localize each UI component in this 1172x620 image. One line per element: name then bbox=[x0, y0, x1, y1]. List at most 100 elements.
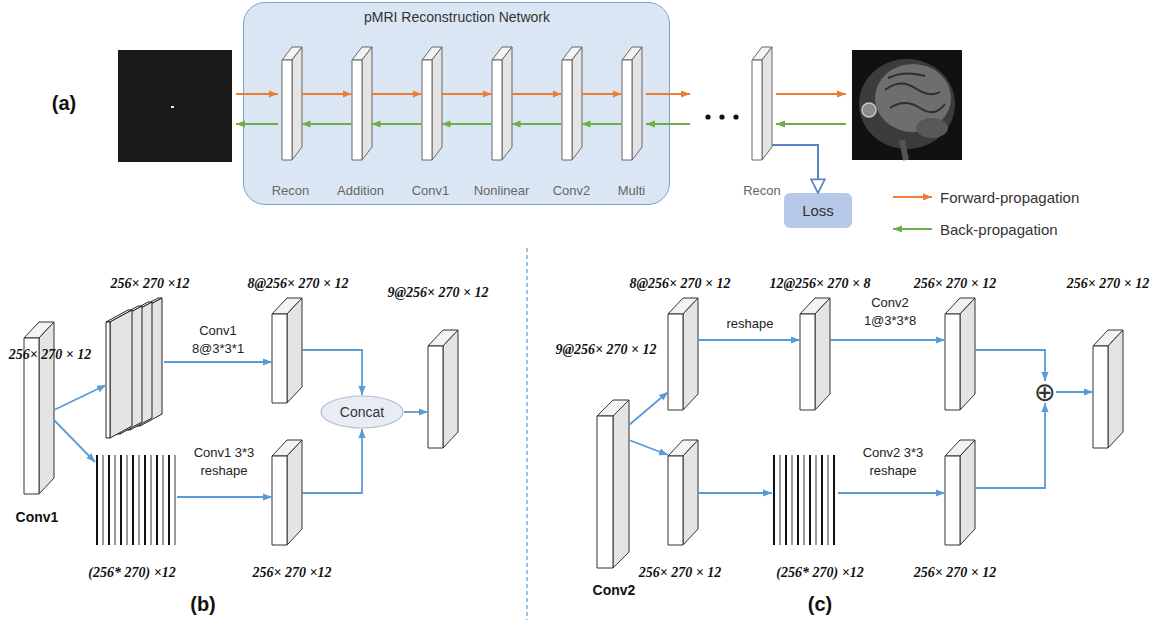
vector-line bbox=[809, 455, 811, 545]
flow-arrow bbox=[975, 403, 1045, 488]
vector-line bbox=[144, 455, 146, 545]
slab-face bbox=[668, 314, 683, 410]
slab-face bbox=[960, 298, 975, 410]
flow-arrow bbox=[302, 350, 362, 395]
tensor-slab: 9@256× 270 × 12 bbox=[428, 330, 458, 448]
vector-line bbox=[797, 455, 799, 545]
slab-face bbox=[106, 322, 110, 438]
flow-arrow bbox=[1056, 391, 1093, 393]
forward-arrow bbox=[776, 93, 846, 95]
slab-face bbox=[668, 456, 683, 545]
tensor-slab: 256× 270 × 12 bbox=[1093, 330, 1123, 448]
node-shape bbox=[282, 47, 302, 160]
dimension-label: 9@256× 270 × 12 bbox=[387, 285, 488, 302]
vector-line bbox=[833, 455, 835, 545]
sum-node: ⊕ bbox=[1034, 381, 1056, 403]
edge-label: Conv2 1@3*3*8 bbox=[859, 294, 921, 329]
dimension-label: 8@256× 270 × 12 bbox=[247, 276, 348, 293]
slab-face bbox=[1108, 330, 1123, 448]
slab-face bbox=[572, 47, 582, 160]
node-label: Conv1 bbox=[16, 509, 59, 526]
ellipsis-dot bbox=[733, 114, 738, 119]
flow-arrow bbox=[698, 339, 800, 341]
forward-arrow bbox=[442, 93, 492, 95]
node-label: Conv1 bbox=[412, 183, 450, 199]
tensor-slab: 256× 270 × 12 bbox=[668, 440, 698, 545]
kspace-image bbox=[118, 50, 232, 162]
vector-line bbox=[791, 455, 792, 545]
vector-lines: (256* 270) ×12 bbox=[95, 455, 177, 545]
slab-face bbox=[432, 47, 442, 160]
dimension-label: 256× 270 × 12 bbox=[914, 276, 996, 293]
edge-label: Conv1 3*3 reshape bbox=[188, 444, 260, 479]
node-shape bbox=[492, 47, 512, 160]
slice-stack: 256× 270 ×12 bbox=[106, 298, 164, 438]
forward-arrow bbox=[512, 93, 562, 95]
brain-image bbox=[852, 50, 962, 160]
vector-line bbox=[162, 455, 163, 545]
slab-face bbox=[422, 60, 432, 160]
legend-sample bbox=[893, 228, 932, 230]
tensor-slab: 256× 270 × 12 bbox=[945, 298, 975, 410]
node-shape bbox=[95, 455, 177, 545]
slab-face bbox=[800, 314, 815, 410]
dimension-label: 8@256× 270 × 12 bbox=[629, 276, 730, 293]
concat-ellipse: Concat bbox=[320, 395, 404, 429]
slab-face bbox=[613, 400, 629, 568]
backward-arrow bbox=[582, 123, 622, 125]
node-shape bbox=[272, 298, 302, 403]
slab-face bbox=[282, 60, 292, 160]
node-label: Recon bbox=[272, 183, 310, 199]
node-shape bbox=[352, 47, 372, 160]
layer-slab: Recon bbox=[282, 47, 302, 160]
node-label: Loss bbox=[802, 202, 834, 220]
slab-face bbox=[632, 47, 642, 160]
node-shape bbox=[945, 298, 975, 410]
flow-arrow bbox=[975, 350, 1045, 381]
edge-label: Conv1 8@3*3*1 bbox=[187, 322, 249, 357]
backward-arrow bbox=[646, 123, 690, 125]
tensor-slab: 8@256× 270 × 12 bbox=[272, 298, 302, 403]
tensor-slab: 12@256× 270 × 8 bbox=[800, 298, 830, 410]
node-label: Multi bbox=[618, 183, 645, 199]
layer-slab: Nonlinear bbox=[492, 47, 512, 160]
backward-arrow bbox=[236, 123, 278, 125]
legend-text: Back-propagation bbox=[940, 221, 1058, 238]
vector-line bbox=[120, 455, 122, 545]
slab-face bbox=[292, 47, 302, 160]
vector-line bbox=[815, 455, 816, 545]
dimension-label: 256× 270 × 12 bbox=[1067, 276, 1149, 293]
forward-arrow bbox=[646, 93, 690, 95]
node-shape bbox=[668, 298, 698, 410]
network-box: pMRI Reconstruction NetworkReconAddition… bbox=[243, 2, 670, 205]
vector-line bbox=[126, 455, 127, 545]
node-label: Recon bbox=[743, 183, 781, 199]
node-shape bbox=[668, 440, 698, 545]
slab-face bbox=[960, 440, 975, 545]
vector-line bbox=[174, 455, 175, 545]
node-shape bbox=[597, 400, 629, 568]
node-label: pMRI Reconstruction Network bbox=[364, 9, 550, 26]
ellipsis-dot bbox=[719, 114, 724, 119]
flow-arrow bbox=[629, 392, 668, 425]
panel-label: (b) bbox=[190, 593, 216, 616]
backward-arrow bbox=[302, 123, 352, 125]
forward-arrow bbox=[372, 93, 422, 95]
slab-face bbox=[428, 346, 443, 448]
head-outline bbox=[859, 59, 955, 149]
backward-arrow bbox=[512, 123, 562, 125]
slab-face bbox=[492, 60, 502, 160]
slab-face bbox=[443, 330, 458, 448]
slab-face bbox=[502, 47, 512, 160]
flow-arrow bbox=[177, 496, 272, 498]
backward-arrow bbox=[442, 123, 492, 125]
slab-face bbox=[272, 456, 287, 545]
node-label: ⊕ bbox=[1034, 379, 1056, 405]
slab-face bbox=[945, 314, 960, 410]
node-shape bbox=[772, 455, 838, 545]
node-shape bbox=[800, 298, 830, 410]
slab-face bbox=[945, 456, 960, 545]
node-label: Conv2 bbox=[593, 582, 636, 599]
vector-lines: (256* 270) ×12 bbox=[772, 455, 838, 545]
